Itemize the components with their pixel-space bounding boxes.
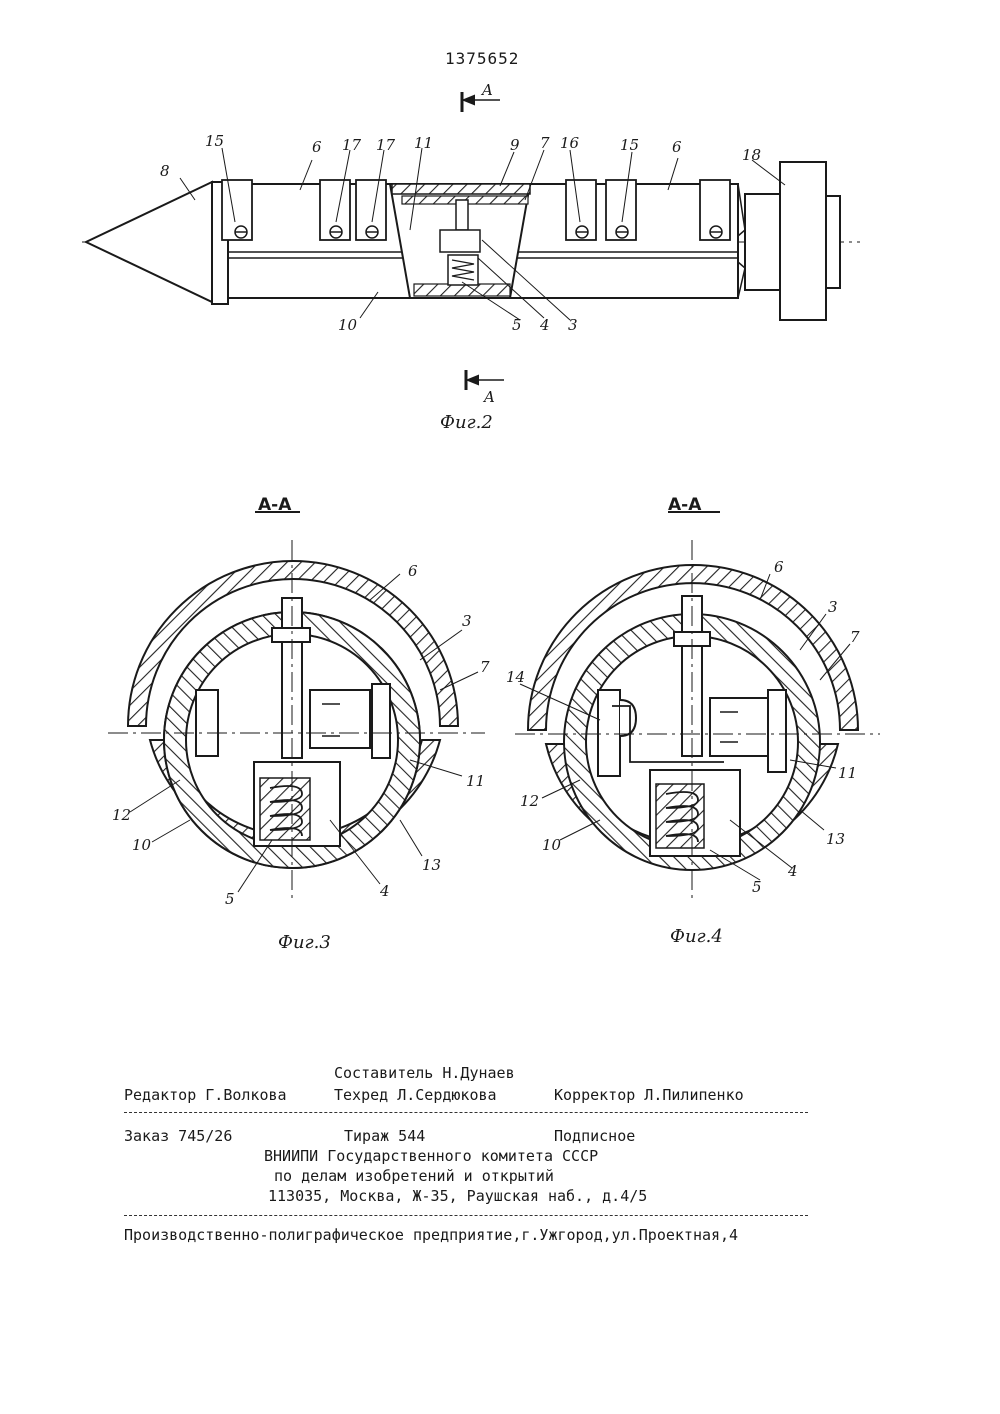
fig4-label-6: 6	[774, 558, 784, 576]
fig2-label-4: 4	[539, 316, 550, 334]
colophon-compiler: Составитель Н.Дунаев	[334, 1064, 515, 1082]
cone-tip	[86, 182, 212, 302]
sensor-3	[440, 230, 480, 252]
fig3-label-10: 10	[132, 836, 152, 854]
colophon-printer: Производственно-полиграфическое предприя…	[124, 1226, 738, 1244]
fig2-label-10: 10	[338, 316, 358, 334]
fig4-label-5: 5	[752, 878, 762, 896]
fig3-label-6: 6	[408, 562, 418, 580]
fig3-label-4: 4	[379, 882, 390, 900]
colophon-editor: Редактор Г.Волкова	[124, 1086, 287, 1104]
fig2-caption: Фиг.2	[440, 412, 493, 433]
colophon-order: Заказ 745/26	[124, 1127, 232, 1145]
fig3-label-11: 11	[466, 772, 485, 790]
divider-bottom	[124, 1215, 808, 1216]
fig2-label-17b: 17	[376, 136, 396, 154]
fig2-label-7: 7	[540, 134, 550, 152]
fig2-label-11: 11	[414, 134, 433, 152]
fig2-label-17a: 17	[342, 136, 362, 154]
colophon-org-line2: по делам изобретений и открытий	[274, 1167, 554, 1185]
figure-3	[108, 512, 485, 900]
fig3-sensor-3	[310, 690, 370, 748]
colophon-subscription: Подписное	[554, 1127, 635, 1145]
section-mark-bottom	[466, 370, 504, 390]
divider-top	[124, 1112, 808, 1113]
fig2-label-18: 18	[742, 146, 761, 164]
base-plate	[414, 284, 510, 296]
fig3-label-3: 3	[462, 612, 472, 630]
fig2-label-15a: 15	[205, 132, 224, 150]
fig4-sensor-3	[710, 698, 768, 756]
cover-9	[392, 184, 530, 194]
fig4-label-14: 14	[506, 668, 525, 686]
fig4-label-4: 4	[787, 862, 798, 880]
coupling	[745, 194, 780, 290]
fig2-label-6b: 6	[672, 138, 682, 156]
fig2-label-16: 16	[560, 134, 580, 152]
fig2-section-mark-top: A	[480, 81, 493, 99]
fig4-label-12: 12	[520, 792, 539, 810]
fig3-label-12: 12	[112, 806, 131, 824]
colophon-org-line1: ВНИИПИ Государственного комитета СССР	[264, 1147, 598, 1165]
fig4-label-10: 10	[542, 836, 562, 854]
fig4-caption: Фиг.4	[670, 926, 723, 947]
drive-unit	[780, 162, 826, 320]
figure-2	[82, 92, 860, 390]
fig3-label-13: 13	[422, 856, 441, 874]
fig2-label-8: 8	[160, 162, 170, 180]
drawing-sheet: 8 15 6 17 17 11 9 7 16 15 6 18 10 5 4 3 …	[0, 0, 1000, 1000]
fig2-label-5: 5	[512, 316, 522, 334]
colophon-address: 113035, Москва, Ж-35, Раушская наб., д.4…	[268, 1187, 647, 1205]
fig3-section-title: А-А	[258, 495, 292, 515]
fig2-label-6a: 6	[312, 138, 322, 156]
colophon-corrector: Корректор Л.Пилипенко	[554, 1086, 744, 1104]
fig4-label-7: 7	[850, 628, 860, 646]
fig4-label-13: 13	[826, 830, 845, 848]
fig2-section-mark-bottom: A	[482, 388, 495, 406]
fig4-label-11: 11	[838, 764, 857, 782]
section-mark-top	[462, 92, 500, 112]
fig2-label-15b: 15	[620, 136, 639, 154]
fig4-section-title: А-А	[668, 495, 702, 515]
fig2-label-9: 9	[510, 136, 520, 154]
colophon-techred: Техред Л.Сердюкова	[334, 1086, 497, 1104]
fig4-label-3: 3	[828, 598, 838, 616]
fig3-label-5: 5	[225, 890, 235, 908]
fig2-label-3: 3	[568, 316, 578, 334]
fig3-caption: Фиг.3	[278, 932, 331, 953]
fig3-label-7: 7	[480, 658, 490, 676]
colophon-circulation: Тираж 544	[344, 1127, 425, 1145]
